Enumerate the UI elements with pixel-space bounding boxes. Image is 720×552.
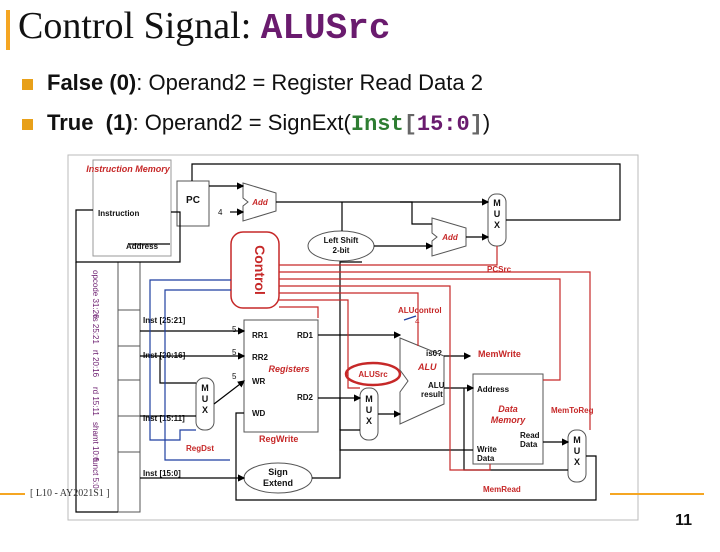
control-label: Control: [252, 245, 268, 295]
memread-label: MemRead: [483, 485, 521, 494]
code-open-bracket: [: [403, 112, 417, 137]
alucontrol-tick: [403, 315, 417, 321]
footer-line-left: [0, 493, 25, 495]
rd2-label: RD2: [297, 393, 314, 402]
diagram-frame: [67, 154, 639, 521]
rr2-label: RR2: [252, 353, 269, 362]
instruction-field-bar: [117, 261, 141, 513]
bullet-false: False (0): Operand2 = Register Read Data…: [22, 70, 483, 96]
bullet-text: : Operand2 = SignExt(: [132, 110, 351, 135]
bullet-text: : Operand2 = Register Read Data 2: [136, 70, 483, 95]
add-label-2: Add: [441, 233, 459, 242]
inst-15-0-label: Inst [15:0]: [143, 469, 181, 478]
title-prefix: Control Signal:: [18, 5, 261, 47]
alu-label: ALU: [417, 362, 437, 372]
field-funct: funct 5:0: [91, 458, 100, 489]
code-inst: Inst: [350, 112, 404, 137]
instruction-memory-box: [92, 159, 172, 257]
rr1-label: RR1: [252, 331, 269, 340]
footer-course-label: [ L10 - AY2021S1 ]: [30, 488, 110, 499]
inst-25-21-label: Inst [25:21]: [143, 316, 186, 325]
title-signal: ALUSrc: [260, 8, 391, 49]
alusrc-highlight: [344, 361, 402, 387]
bullet-label: True (1): [47, 110, 133, 135]
field-shamt: shamt 10:6: [91, 422, 100, 462]
field-opcode: opcode 31:26: [91, 270, 100, 319]
wr-label: WR: [252, 377, 266, 386]
data-address-label: Address: [477, 385, 510, 394]
footer-line-right: [610, 493, 704, 495]
alusrc-label: ALUSrc: [358, 370, 388, 379]
datapath-wires: [75, 163, 621, 513]
field-rs: rs 25:21: [91, 315, 100, 344]
title-accent-bar: [6, 10, 10, 50]
instruction-memory-label: Instruction Memory: [86, 164, 171, 174]
bullet-square-icon: [22, 78, 33, 90]
pc-label: PC: [186, 195, 200, 206]
code-range: 15:0: [416, 112, 470, 137]
instruction-memory-title: Instruction Memory: [86, 164, 171, 174]
code-close-bracket: ]: [469, 112, 483, 137]
register-file: [243, 319, 319, 433]
data-memory-box: [472, 373, 544, 465]
regdst-label: RegDst: [186, 444, 214, 453]
page-title: Control Signal: ALUSrc: [18, 4, 390, 49]
control-unit: [230, 231, 280, 309]
page-number: 11: [675, 512, 692, 529]
memwrite-label: MemWrite: [478, 349, 521, 359]
control-wires: [149, 246, 591, 471]
pcsrc-label: PCSrc: [487, 265, 512, 274]
width-5-a: 5: [232, 325, 237, 334]
width-5-c: 5: [232, 372, 237, 381]
rd1-label: RD1: [297, 331, 314, 340]
bullet-label: False (0): [47, 70, 137, 95]
bullet-end: ): [482, 110, 491, 135]
inst-15-11-label: Inst [15:11]: [143, 414, 185, 423]
is0-label: is0?: [426, 349, 442, 358]
pc-box: [176, 180, 210, 227]
field-rd: rd 15:11: [91, 387, 100, 416]
add-label-1: Add: [251, 198, 269, 207]
four-label: 4: [218, 208, 223, 217]
registers-label: Registers: [268, 364, 309, 374]
field-rt: rt 20:16: [91, 350, 100, 378]
memtoreg-label: MemToReg: [551, 406, 594, 415]
instruction-label: Instruction: [98, 209, 139, 218]
bullet-square-icon: [22, 118, 33, 130]
wd-label: WD: [252, 409, 266, 418]
width-5-b: 5: [232, 348, 237, 357]
bullet-true: True (1): Operand2 = SignExt(Inst[15:0]): [22, 110, 490, 137]
address-label: Address: [126, 242, 159, 251]
regwrite-label: RegWrite: [259, 434, 298, 444]
alucontrol-label: ALUcontrol: [398, 306, 442, 315]
alu-shape: [399, 337, 445, 425]
